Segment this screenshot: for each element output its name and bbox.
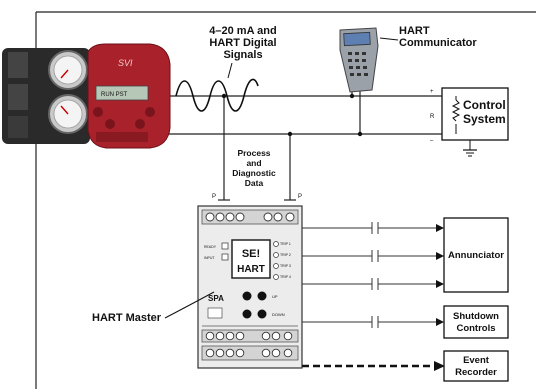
terminal-p-right-label: P [298, 194, 302, 200]
module-trip4: TRIP 4 [280, 275, 291, 279]
control-plus-label: + [430, 89, 434, 95]
annunciator-label: Annunciator [448, 250, 504, 261]
module-trip2: TRIP 2 [280, 253, 291, 257]
communicator-label-line1: HART [399, 25, 430, 37]
hart-signal-wave-icon [176, 79, 258, 111]
relay-arrowheads [436, 224, 444, 326]
module-trip3: TRIP 3 [280, 264, 291, 268]
control-system-label-line2: System [463, 112, 506, 126]
module-left-tag1: READY [204, 245, 217, 249]
event-label-line2: Recorder [455, 367, 497, 378]
module-left-tag2: INPUT [204, 256, 215, 260]
control-r-label: R [430, 114, 435, 120]
process-label-line1: Process [237, 148, 270, 158]
terminal-p-left-label: P [212, 194, 216, 200]
signals-label-line3: Signals [223, 49, 262, 61]
module-trip1: TRIP 1 [280, 242, 291, 246]
module-model-label: SPA [208, 294, 224, 303]
signals-label-line1: 4–20 mA and [209, 25, 276, 37]
valve-positioner-icon [2, 44, 170, 148]
process-label-line3: Diagnostic [232, 168, 276, 178]
shutdown-label-line2: Controls [456, 323, 495, 334]
module-btn-up: UP [272, 294, 278, 299]
hart-communicator-icon [340, 28, 378, 92]
signal-loop-wires [160, 84, 442, 200]
event-label-line1: Event [463, 355, 490, 366]
control-system-label-line1: Control [463, 98, 506, 112]
positioner-display-text: RUN PST [101, 92, 128, 98]
relay-output-lines [302, 222, 436, 328]
process-label-line2: and [246, 158, 261, 168]
module-display-line1: SE! [242, 248, 260, 260]
process-label-line4: Data [245, 178, 264, 188]
signals-label-line2: HART Digital [209, 37, 276, 49]
positioner-brand-label: SVI [118, 58, 133, 68]
control-minus-label: – [430, 138, 434, 144]
communicator-label-line2: Communicator [399, 37, 477, 49]
shutdown-label-line1: Shutdown [453, 311, 499, 322]
hart-master-module [198, 206, 302, 368]
hart-master-label: HART Master [92, 312, 162, 324]
module-btn-down: DOWN [272, 312, 285, 317]
module-display-line2: HART [237, 264, 265, 275]
